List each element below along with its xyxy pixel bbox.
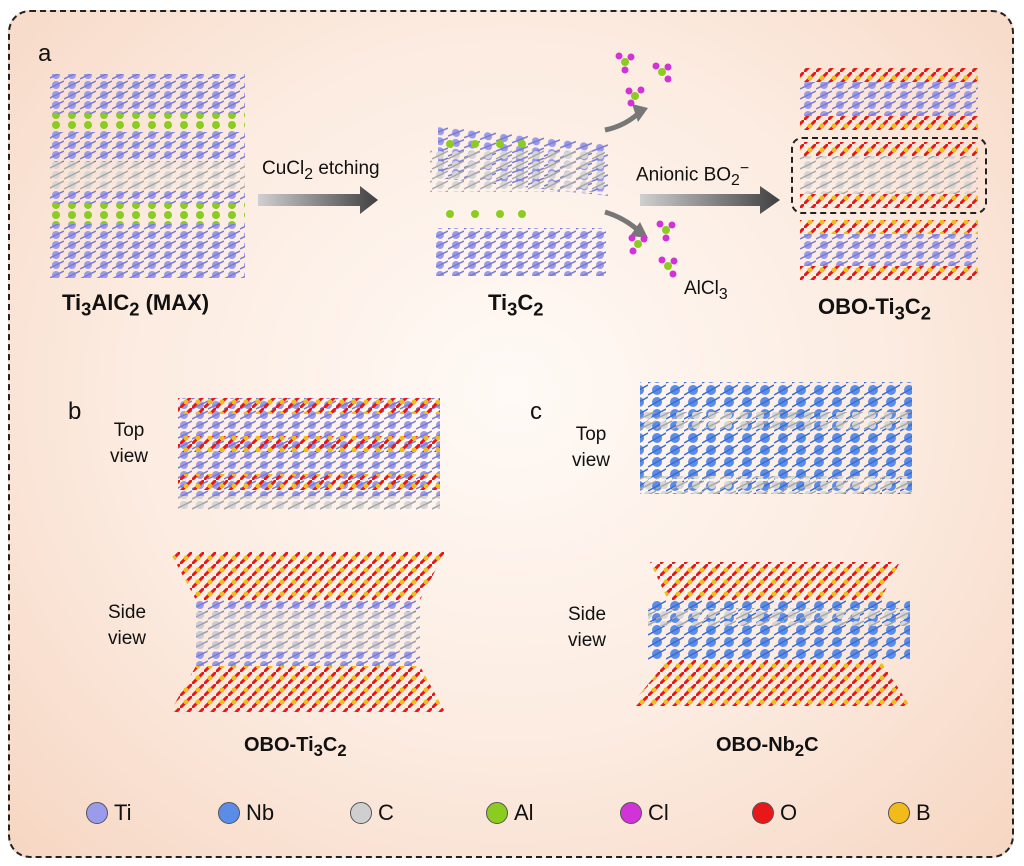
panel-a-label: a (38, 40, 52, 67)
obo-ti3c2-side-view (170, 552, 445, 712)
max-phase-label: Ti3AlC2 (MAX) (62, 290, 210, 320)
max-phase-structure (50, 74, 245, 278)
c-caption: OBO-Nb2C (716, 734, 819, 760)
obo-ti3c2-top-view (178, 398, 440, 510)
alcl3-label: AlCl3 (684, 278, 728, 303)
al-atom-icon (486, 802, 508, 824)
mxene-structure (430, 126, 608, 276)
b-atom-icon (888, 802, 910, 824)
element-legend: Ti Nb C Al Cl O B (0, 800, 1024, 830)
legend-item-al: Al (486, 800, 534, 826)
b-caption: OBO-Ti3C2 (244, 734, 347, 760)
legend-item-ti: Ti (86, 800, 132, 826)
etching-arrow (258, 186, 378, 214)
nb-atom-icon (218, 802, 240, 824)
panel-b-label: b (68, 398, 82, 425)
anionic-arrow (640, 186, 780, 214)
c-atom-icon (350, 802, 372, 824)
legend-item-o: O (752, 800, 797, 826)
etching-label: CuCl2 etching (262, 158, 380, 183)
cl-atom-icon (620, 802, 642, 824)
legend-item-b: B (888, 800, 931, 826)
obo-nb2c-side-view (630, 562, 910, 706)
legend-item-nb: Nb (218, 800, 274, 826)
legend-item-cl: Cl (620, 800, 669, 826)
mxene-label: Ti3C2 (488, 290, 544, 320)
anionic-label: Anionic BO2− (636, 160, 750, 190)
panel-c-label: c (530, 398, 542, 425)
obo-ti3c2-label: OBO-Ti3C2 (818, 294, 931, 324)
legend-item-c: C (350, 800, 394, 826)
alcl3-molecules (615, 52, 678, 278)
ti-atom-icon (86, 802, 108, 824)
obo-ti3c2-structure (791, 68, 987, 280)
obo-nb2c-top-view (640, 382, 912, 494)
o-atom-icon (752, 802, 774, 824)
